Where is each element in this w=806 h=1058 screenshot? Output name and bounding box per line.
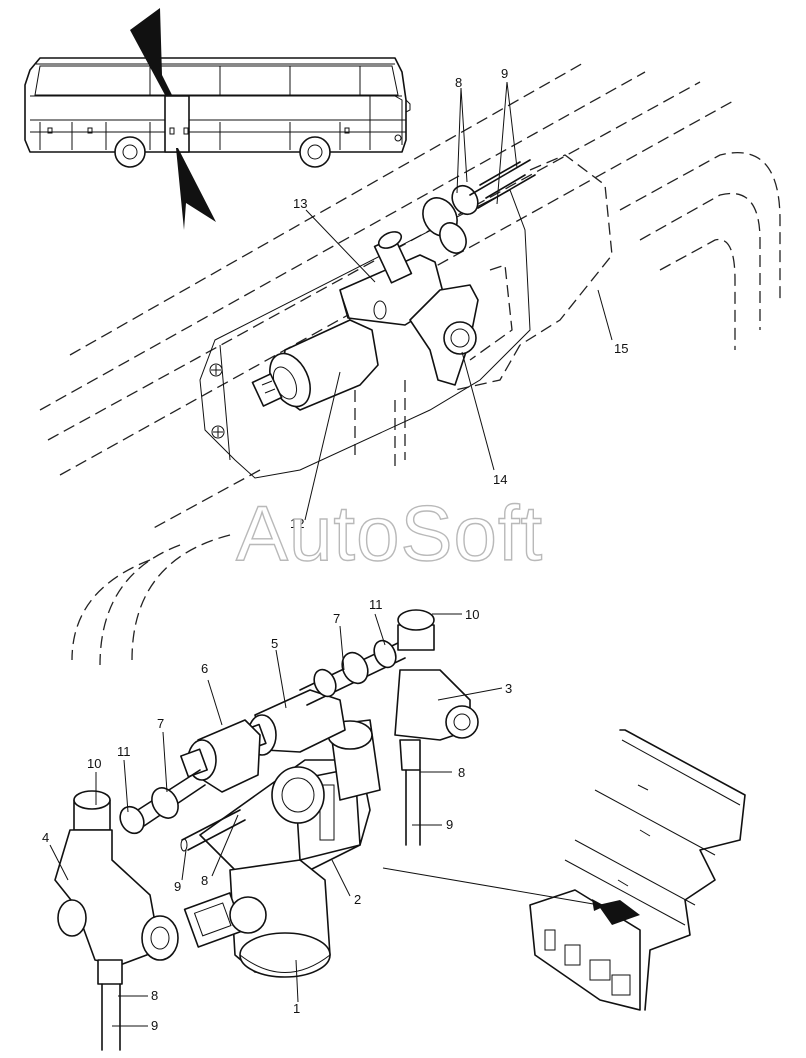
callout-12: 12 [290, 516, 304, 531]
callout-2: 2 [354, 892, 361, 907]
callout-8-bottom: 8 [151, 988, 158, 1003]
watermark-text: AutoSoft [236, 489, 543, 577]
callout-9-mid: 9 [174, 879, 181, 894]
upper-valve-assembly [199, 154, 613, 479]
callout-8-mid-right: 8 [458, 765, 465, 780]
callout-10-right: 10 [465, 607, 479, 622]
callout-7-right: 7 [333, 611, 340, 626]
callout-9-bottom: 9 [151, 1018, 158, 1033]
callout-15: 15 [614, 341, 628, 356]
callout-6: 6 [201, 661, 208, 676]
callout-4: 4 [42, 830, 49, 845]
lower-valve-assembly [54, 609, 479, 1051]
link-arrow [382, 867, 606, 907]
callout-7-left: 7 [157, 716, 164, 731]
callout-9-top: 9 [501, 66, 508, 81]
callout-9-mid-right: 9 [446, 817, 453, 832]
callout-1: 1 [293, 1001, 300, 1016]
callout-11-left: 11 [117, 744, 131, 759]
callout-5: 5 [271, 636, 278, 651]
callout-13: 13 [293, 196, 307, 211]
bus-locator-illustration [24, 8, 411, 230]
callout-3: 3 [505, 681, 512, 696]
callout-labels: 8 9 13 15 14 12 10 11 7 5 3 6 7 10 11 4 … [42, 66, 628, 1033]
callout-10-left: 10 [87, 756, 101, 771]
electronic-unit-illustration [529, 729, 746, 1011]
callout-8-top: 8 [455, 75, 462, 90]
leader-lines [49, 81, 613, 1027]
callout-11-right: 11 [369, 597, 383, 612]
callout-8-mid: 8 [201, 873, 208, 888]
callout-14: 14 [493, 472, 507, 487]
